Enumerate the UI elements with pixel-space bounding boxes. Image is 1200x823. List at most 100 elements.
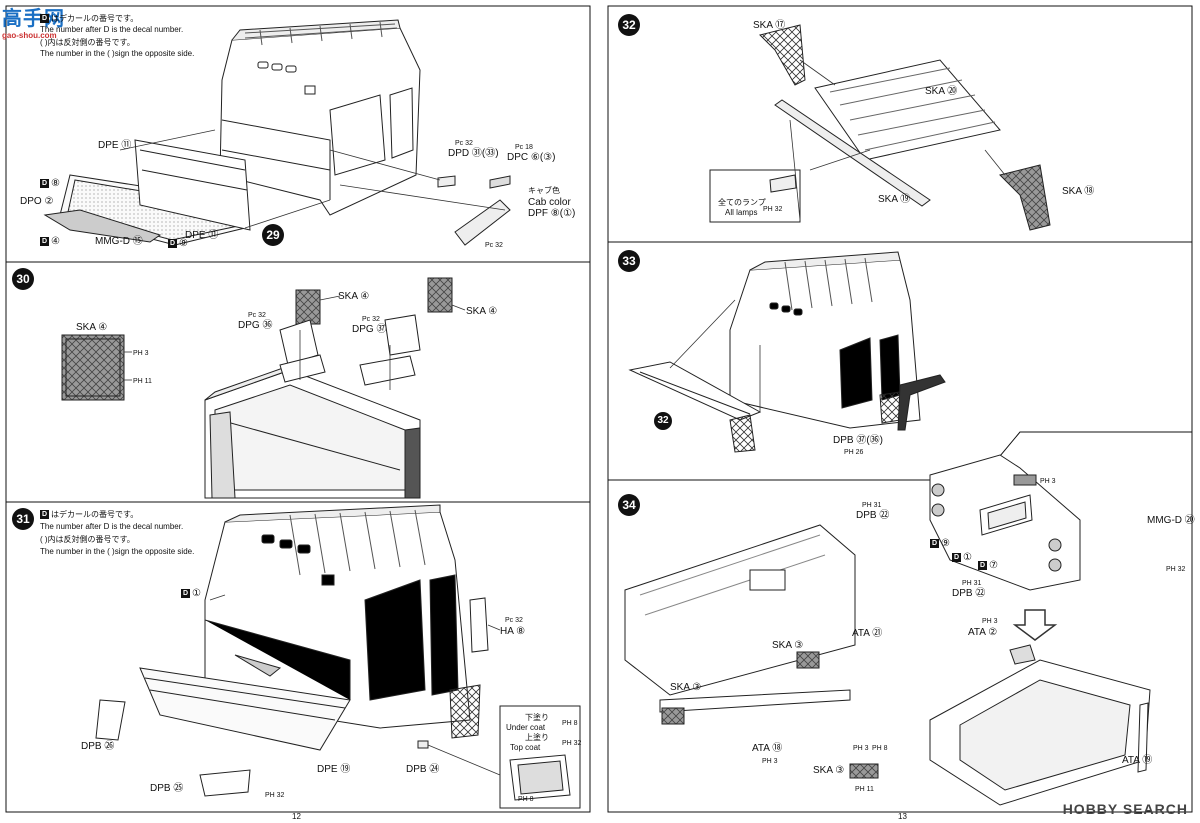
label-dpb24: DPB ㉔ <box>406 764 440 775</box>
label-dpc-paint: Pc 18 <box>515 144 533 151</box>
label-ph3-c: PH 3 <box>853 745 869 752</box>
step-number-33: 33 <box>618 250 640 272</box>
label-undercoat-jp: 下塗り <box>525 713 549 722</box>
label-cab-color-jp: キャブ色 <box>528 186 560 195</box>
right-page-drawing <box>607 5 1193 813</box>
label-ph8: PH 8 <box>562 720 578 727</box>
label-ata2: ATA ② <box>968 627 998 638</box>
divider-33-34 <box>608 431 1192 481</box>
label-ska3-c: SKA ③ <box>813 765 845 776</box>
step31-note-line-2: The number after D is the decal number. <box>40 522 184 531</box>
decal-d-icon: D <box>168 238 177 248</box>
label-ph11-c: PH 11 <box>855 786 874 793</box>
label-ska3-b: SKA ③ <box>670 682 702 693</box>
label-ska18: SKA ⑱ <box>1062 186 1095 197</box>
watermark-top: 高手网 gao-shou.com <box>2 2 65 40</box>
decal-d-icon: D <box>181 588 190 598</box>
step32-leader-lines <box>789 59 1006 221</box>
label-dpg37: DPG ㊲ <box>352 324 387 335</box>
label-dpb22-paint: PH 31 <box>862 502 882 509</box>
label-ata19: ATA ⑲ <box>1122 755 1153 766</box>
note-line-4: The number in the ( )sign the opposite s… <box>40 49 195 58</box>
label-topcoat-en: Top coat <box>510 743 541 752</box>
label-ska-left: SKA ④ <box>76 322 108 333</box>
decal-d-icon: D <box>930 538 939 548</box>
label-ska3-a: SKA ③ <box>772 640 804 651</box>
decal-d-icon: D <box>952 552 961 562</box>
step-number-30: 30 <box>12 268 34 290</box>
watermark-bottom: HOBBY SEARCH <box>1062 801 1188 817</box>
label-dpg37-paint: Pc 32 <box>362 316 380 323</box>
decal-d-icon: D <box>978 560 987 570</box>
label-dpb25: DPB ㉕ <box>150 783 184 794</box>
label-ph32-34: PH 32 <box>1166 566 1186 573</box>
label-ph26: PH 26 <box>844 449 864 456</box>
label-mmgd20: MMG-D ⑳ <box>1147 515 1195 526</box>
label-ph32b: PH 32 <box>562 740 582 747</box>
label-ph8-c: PH 8 <box>872 745 888 752</box>
label-dpo: DPO ② <box>20 196 54 207</box>
label-ph3-top: PH 3 <box>1040 478 1056 485</box>
label-dpb26: DPB ㉖ <box>81 741 115 752</box>
decal-d-icon: D <box>40 236 49 246</box>
label-ph3: PH 3 <box>133 350 149 357</box>
label-ata18: ATA ⑱ <box>752 743 783 754</box>
label-dpf: DPF ⑧(①) <box>528 208 576 219</box>
left-page-frame <box>5 5 591 813</box>
label-lamps-en: All lamps <box>725 208 758 217</box>
decal-d-icon: D <box>40 178 49 188</box>
label-dpb22: DPB ㉒ <box>856 510 890 521</box>
label-ska20: SKA ⑳ <box>925 86 958 97</box>
step32-drawing <box>709 24 1051 231</box>
label-pc32: Pc 32 <box>485 242 503 249</box>
label-undercoat-en: Under coat <box>506 723 546 732</box>
label-topcoat-jp: 上塗り <box>525 733 549 742</box>
decal-d-icon: D <box>40 14 49 24</box>
label-dpd: DPD ㉛(㉝) <box>448 148 499 159</box>
label-lamps-jp: 全てのランプ <box>718 198 766 207</box>
step-number-31: 31 <box>12 508 34 530</box>
step31-drawing <box>95 504 581 809</box>
label-dpe-top: DPE ⑪ <box>98 140 132 151</box>
label-ska17: SKA ⑰ <box>753 20 786 31</box>
step33-leader-lines <box>669 299 761 412</box>
step30-drawing <box>61 277 453 499</box>
label-cab-color-en: Cab color <box>528 197 571 208</box>
right-page-frame <box>607 5 1193 813</box>
step-number-32: 32 <box>618 14 640 36</box>
label-dpe19: DPE ⑲ <box>317 764 351 775</box>
page-number-right: 13 <box>898 812 907 821</box>
label-ska-right: SKA ④ <box>466 306 498 317</box>
decal-d-icon: D <box>40 510 49 520</box>
label-ph32: PH 32 <box>763 206 783 213</box>
label-dpc: DPC ⑥(③) <box>507 152 556 163</box>
step30-leader-lines <box>124 295 466 390</box>
step31-note-line-3: ( )内は反対側の番号です。 <box>40 535 135 544</box>
label-dpb22b-paint: PH 31 <box>962 580 982 587</box>
step31-leader-lines <box>209 594 501 776</box>
label-ph11: PH 11 <box>133 378 152 385</box>
step29-drawing <box>219 19 421 216</box>
note-line-3: ( )内は反対側の番号です。 <box>40 38 135 47</box>
watermark-sub: gao-shou.com <box>2 31 57 40</box>
step34-drawing <box>624 454 1151 806</box>
label-ska19: SKA ⑲ <box>878 194 911 205</box>
label-ha: HA ⑧ <box>500 626 526 637</box>
label-ata2-paint: PH 3 <box>982 618 998 625</box>
down-arrow-icon <box>1012 609 1058 641</box>
label-ha-paint: Pc 32 <box>505 617 523 624</box>
label-dpe-bottom: DPE ⑪ <box>185 230 219 241</box>
step29-grille <box>43 139 511 246</box>
right-page: 32 SKA ⑰ SKA ⑳ 全てのランプ All lamps PH 32 SK… <box>600 0 1200 823</box>
step29-leader-lines <box>119 129 506 229</box>
step-ref-32: 32 <box>654 412 672 430</box>
label-dpg36-paint: Pc 32 <box>248 312 266 319</box>
